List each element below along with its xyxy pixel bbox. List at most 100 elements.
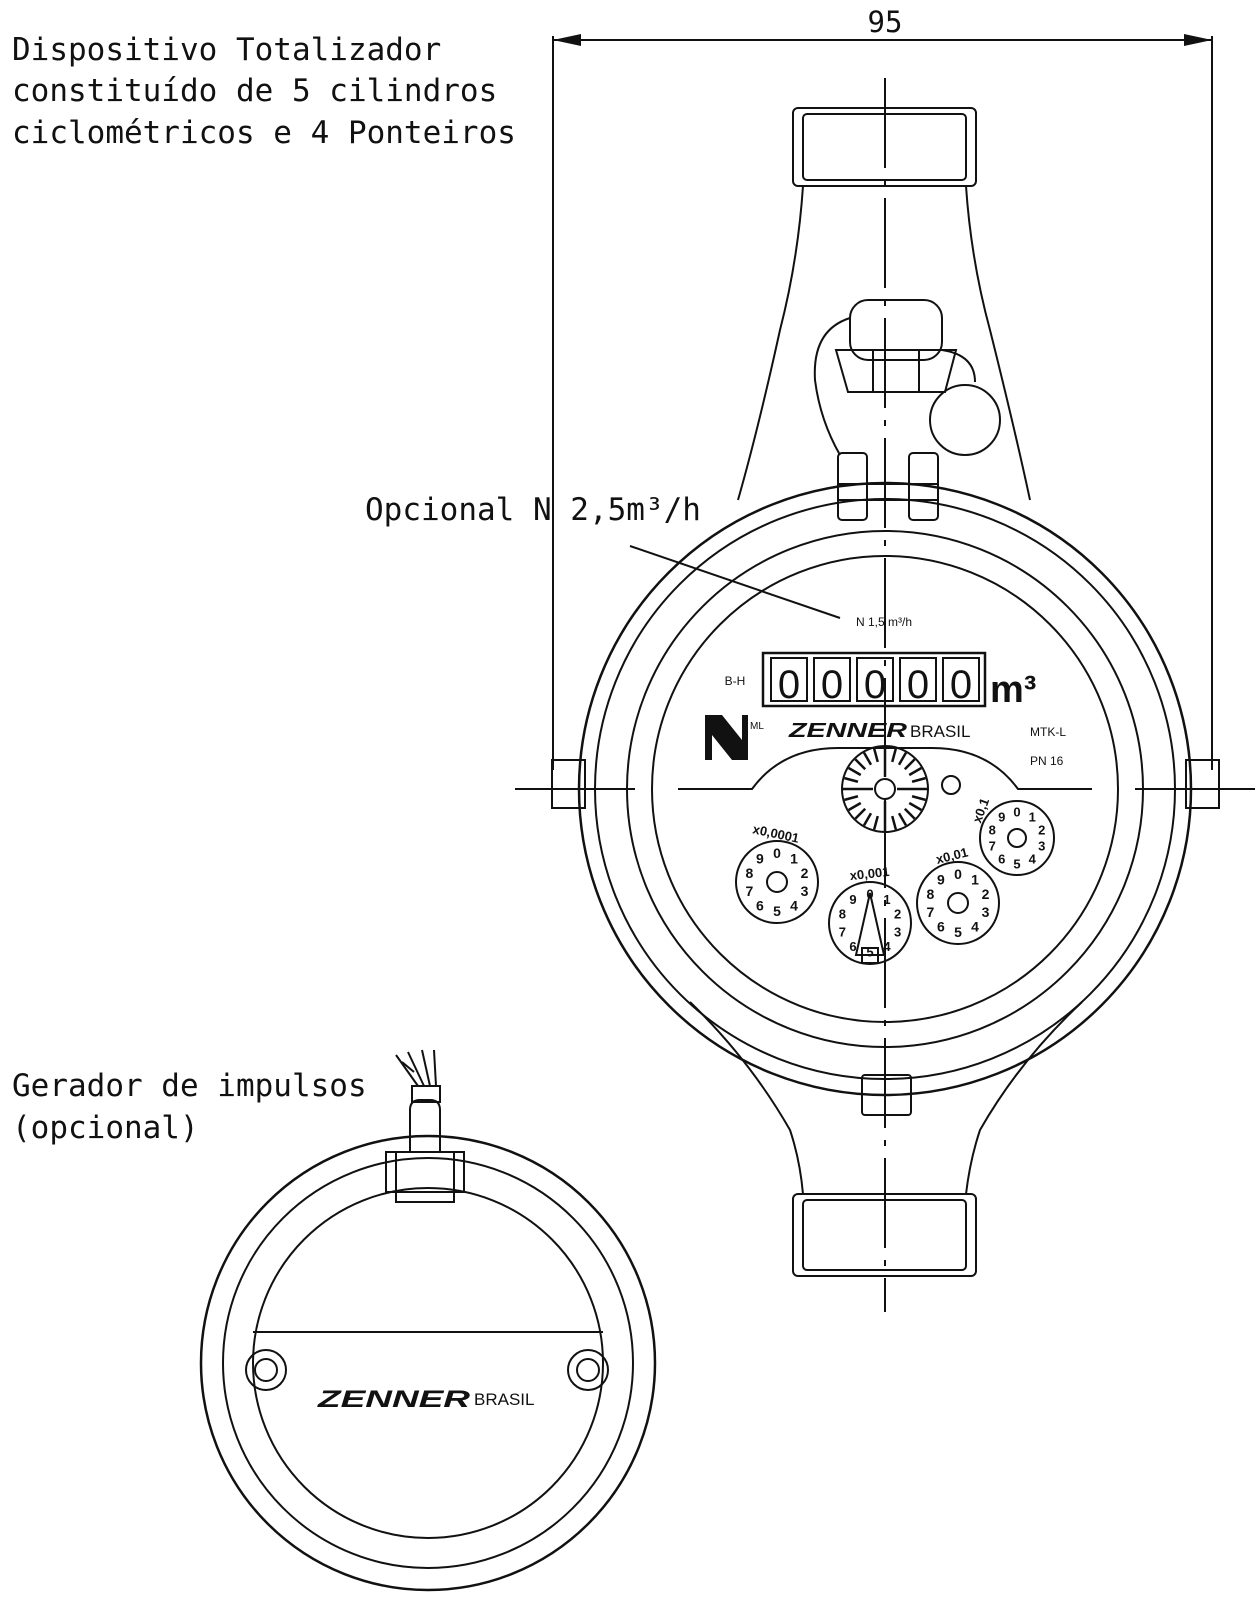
optional-flow-annotation: Opcional N 2,5m³/h (365, 492, 701, 528)
unit-label: m³ (990, 669, 1036, 711)
indicator-hole (941, 775, 961, 795)
star-wheel-tick (908, 801, 922, 812)
star-wheel-tick (872, 748, 879, 763)
star-wheel-tick (903, 758, 916, 771)
dial-number: 2 (1038, 823, 1045, 838)
cable-gland (385, 1085, 465, 1203)
pulse-line-1: Gerador de impulsos (12, 1068, 367, 1104)
star-wheel-tick (872, 815, 879, 830)
totalizer-line-2: constituído de 5 cilindros (12, 73, 497, 109)
lower-neck-left (689, 1001, 804, 1195)
counter-window: 0 0 0 0 0 (761, 651, 987, 708)
dial-number: 9 (756, 850, 764, 866)
star-wheel (841, 745, 929, 833)
star-wheel-tick (911, 795, 926, 802)
dial-number: 6 (998, 852, 1005, 867)
mark-sup: ML (750, 721, 764, 732)
dial-number: 9 (998, 810, 1005, 825)
star-wheel-tick (848, 801, 862, 812)
width-dimension: 95 (552, 5, 1213, 770)
pulse-brand-suffix: BRASIL (474, 1390, 534, 1409)
dial-number: 4 (971, 918, 979, 934)
meter-face: N 1,5 m³/h B-H 0 0 0 0 0 m³ ML ZENNER BR… (678, 615, 1092, 965)
dial-number: 6 (756, 897, 764, 913)
dial-number: 8 (989, 823, 996, 838)
dial-number: 8 (839, 907, 846, 922)
star-wheel-tick (854, 758, 867, 771)
pulse-inner-ring (252, 1187, 604, 1539)
counter-digit: 0 (778, 663, 800, 707)
star-wheel-tick (911, 776, 926, 783)
star-wheel-tick (844, 795, 859, 802)
dial-number: 1 (971, 871, 979, 887)
totalizer-line-1: Dispositivo Totalizador (12, 32, 441, 68)
dial-number: 1 (790, 850, 798, 866)
dial-number: 4 (883, 939, 891, 954)
dial-number: 2 (894, 907, 901, 922)
star-wheel-tick (854, 807, 867, 820)
counter-digit: 0 (821, 663, 843, 707)
totalizer-line-3: ciclométricos e 4 Ponteiros (12, 115, 516, 151)
face-flow-label: N 1,5 m³/h (856, 615, 912, 629)
pulse-brand-logo: ZENNER (316, 1386, 471, 1413)
dial-number: 7 (746, 883, 754, 899)
dial-number: 7 (989, 839, 996, 854)
adjustment-screw (813, 299, 976, 456)
lower-neck-right (965, 1001, 1083, 1195)
pulse-outer-ring (199, 1134, 657, 1592)
cable-wires (395, 1049, 437, 1087)
dial-multiplier: x0,0001 (751, 821, 800, 845)
dial-number: 3 (894, 925, 901, 940)
pressure-label: PN 16 (1030, 754, 1064, 768)
pulse-ring-2 (222, 1157, 634, 1569)
counter-digit: 0 (950, 663, 972, 707)
dial-number: 3 (982, 904, 990, 920)
dial-number: 0 (954, 866, 962, 882)
brand-suffix: BRASIL (910, 722, 970, 741)
upper-neck-right (965, 185, 1031, 501)
star-wheel-tick (844, 776, 859, 783)
star-wheel-tick (848, 766, 862, 777)
star-wheel-tick (897, 752, 908, 766)
pulse-generator (199, 1049, 657, 1592)
dimension-arrow-left (553, 34, 581, 46)
class-label: B-H (725, 674, 746, 688)
dial-number: 5 (1013, 857, 1020, 872)
dial-number: 6 (849, 939, 856, 954)
dial-multiplier: x0,001 (849, 864, 890, 883)
star-wheel-tick (891, 748, 898, 763)
model-label: MTK-L (1030, 725, 1066, 739)
star-wheel-tick (891, 815, 898, 830)
star-wheel-tick (908, 766, 922, 777)
dial-number: 0 (866, 887, 873, 902)
counter-digit: 0 (907, 663, 929, 707)
totalizer-annotation: Dispositivo Totalizador constituído de 5… (12, 32, 516, 151)
star-wheel-tick (897, 812, 908, 826)
star-wheel-tick (862, 752, 873, 766)
dial-number: 1 (1029, 810, 1036, 825)
pulse-mount-right (567, 1349, 609, 1391)
dial-number: 5 (773, 903, 781, 919)
dial-number: 5 (954, 924, 962, 940)
pulse-line-2: (opcional) (12, 1110, 199, 1146)
side-lug-left (551, 759, 586, 809)
dial-number: 7 (927, 904, 935, 920)
dimension-value: 95 (868, 5, 903, 39)
dial-number: 3 (1038, 839, 1045, 854)
upper-neck-left (737, 185, 804, 501)
dial-number: 0 (773, 845, 781, 861)
counter-digit: 0 (864, 663, 886, 707)
certification-mark: ML (705, 715, 764, 760)
pulse-generator-annotation: Gerador de impulsos (opcional) (12, 1068, 367, 1146)
dial-number: 5 (866, 945, 873, 960)
star-wheel-tick (903, 807, 916, 820)
dial-number: 2 (801, 865, 809, 881)
dial-number: 4 (790, 897, 798, 913)
dial-number: 6 (937, 918, 945, 934)
side-lug-right (1185, 759, 1220, 809)
dial-number: 3 (801, 883, 809, 899)
dimension-arrow-right (1184, 34, 1212, 46)
